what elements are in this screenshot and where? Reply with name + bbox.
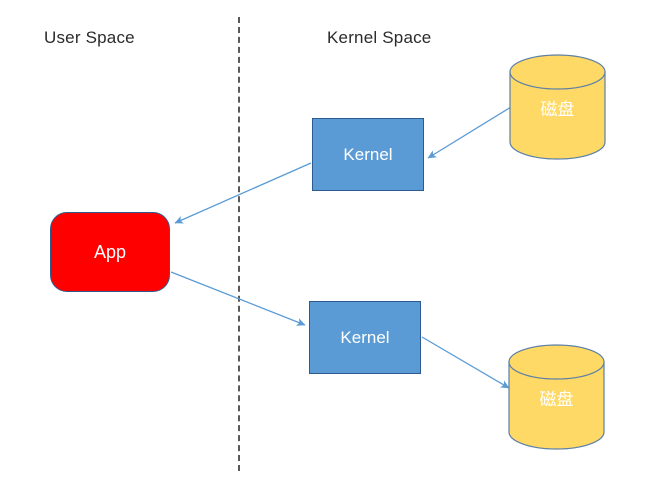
node-kernel-top-label: Kernel bbox=[343, 144, 393, 164]
node-app-label: App bbox=[93, 241, 127, 262]
arrow-kernel-top-to-app bbox=[174, 162, 312, 224]
arrow-kernel-bottom-to-disk-bottom bbox=[421, 336, 510, 389]
node-app[interactable]: App bbox=[50, 212, 170, 292]
node-kernel-top[interactable]: Kernel bbox=[312, 118, 424, 191]
node-disk-top[interactable]: 磁盘 bbox=[509, 54, 606, 160]
disk-bottom-cylinder-icon bbox=[508, 344, 605, 450]
disk-top-cylinder-icon bbox=[509, 54, 606, 160]
node-kernel-bottom[interactable]: Kernel bbox=[309, 301, 421, 374]
zone-label-user-space: User Space bbox=[44, 28, 135, 47]
arrow-disk-top-to-kernel-top bbox=[427, 106, 512, 159]
space-divider-dashed-line bbox=[238, 17, 240, 471]
node-disk-bottom[interactable]: 磁盘 bbox=[508, 344, 605, 450]
zone-label-kernel-space: Kernel Space bbox=[327, 28, 432, 47]
node-kernel-bottom-label: Kernel bbox=[340, 327, 390, 347]
